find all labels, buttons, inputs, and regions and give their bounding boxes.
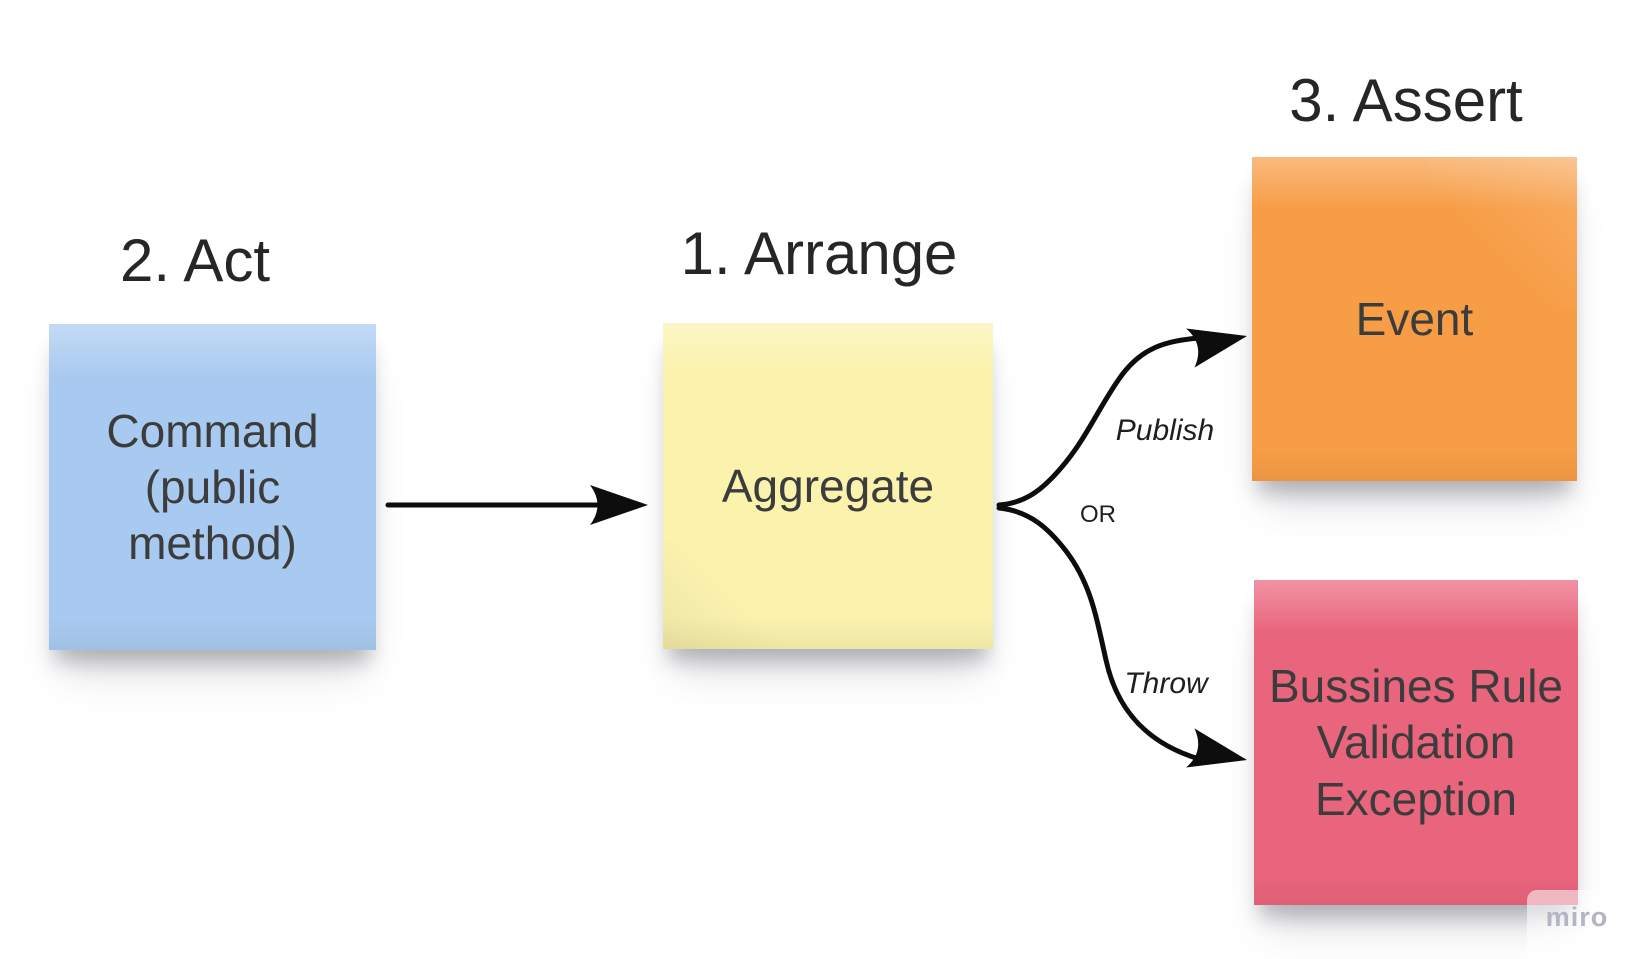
- miro-watermark-text: miro: [1545, 902, 1609, 932]
- sticky-note-text: Aggregate: [721, 459, 935, 512]
- connector-command-to-aggregate[interactable]: [385, 485, 648, 525]
- connector-throw[interactable]: [996, 505, 1251, 780]
- step-label-assert[interactable]: 3. Assert: [1289, 67, 1523, 134]
- arrowhead-icon: [1186, 328, 1247, 368]
- connector-publish[interactable]: [996, 316, 1251, 508]
- sticky-note-command[interactable]: Command (public method): [49, 324, 376, 650]
- connector-label-publish[interactable]: Publish: [1115, 414, 1215, 447]
- sticky-note-aggregate[interactable]: Aggregate: [663, 323, 993, 649]
- connector-label-throw[interactable]: Throw: [1124, 667, 1208, 700]
- step-label-act[interactable]: 2. Act: [119, 227, 271, 294]
- connector-line: [996, 335, 1202, 508]
- sticky-note-text: Command (public method): [106, 404, 319, 570]
- step-label-arrange[interactable]: 1. Arrange: [680, 220, 958, 287]
- arrowhead-icon: [590, 485, 648, 525]
- sticky-note-text: Event: [1355, 292, 1474, 345]
- miro-watermark: miro: [1527, 890, 1627, 959]
- connector-line: [996, 505, 1202, 762]
- sticky-note-event[interactable]: Event: [1252, 157, 1577, 481]
- connector-label-or[interactable]: OR: [1080, 501, 1116, 528]
- sticky-note-exception[interactable]: Bussines Rule Validation Exception: [1254, 580, 1578, 905]
- sticky-note-text: Bussines Rule Validation Exception: [1268, 660, 1564, 825]
- arrowhead-icon: [1186, 728, 1247, 768]
